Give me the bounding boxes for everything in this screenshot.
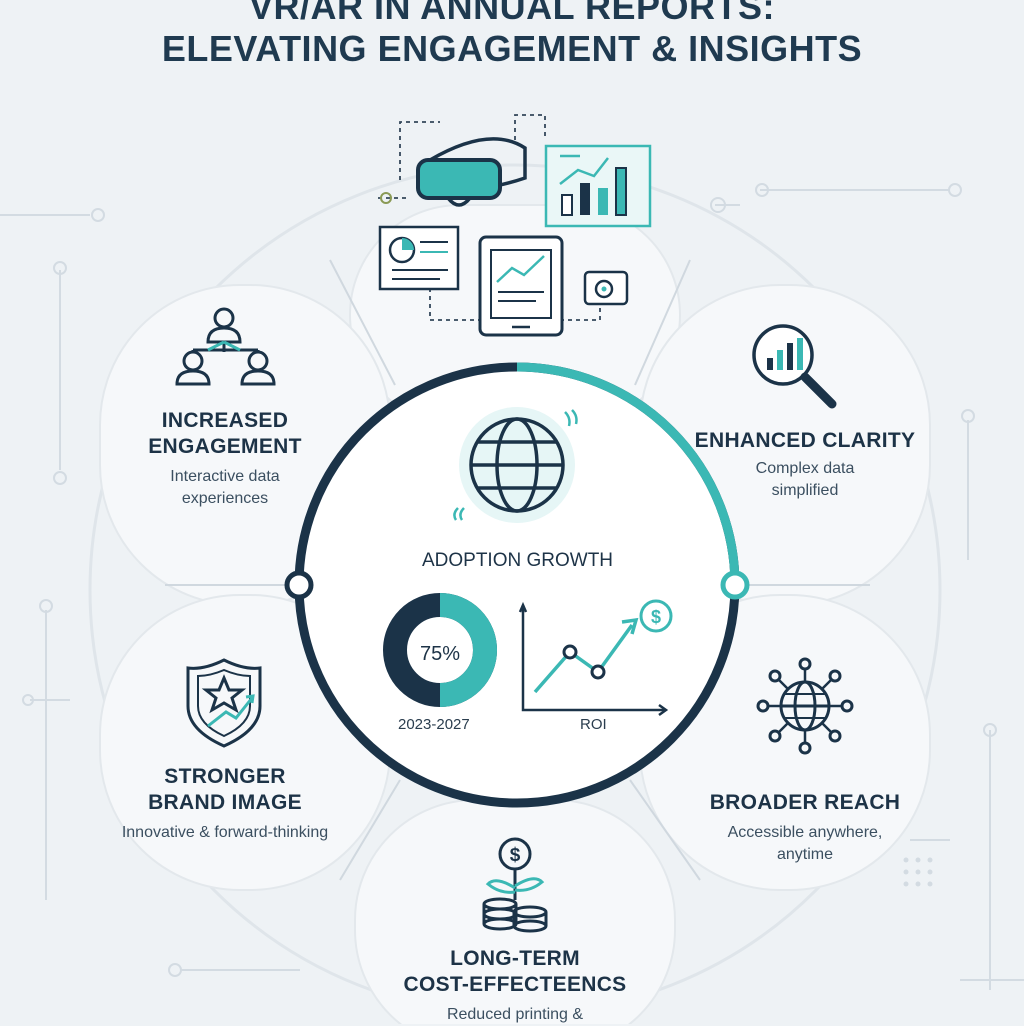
svg-text:$: $ — [651, 607, 661, 627]
outer-ring-teal — [516, 362, 740, 586]
vr-headset-icon — [416, 137, 527, 207]
page-title-line-1: VR/AR IN ANNUAL REPORTS: — [248, 0, 776, 27]
dashed-connectors — [378, 114, 601, 321]
bar-chart-card-icon — [544, 144, 652, 228]
segment-broader-reach: BROADER REACH Accessible anywhere, anyti… — [690, 790, 920, 866]
segment-subtext: Interactive data — [170, 468, 280, 485]
tablet-icon — [478, 235, 564, 337]
roi-arrow-head — [621, 617, 639, 635]
magnifier-chart-icon — [752, 324, 837, 409]
money-plant-icon — [482, 837, 548, 933]
segment-increased-engagement: INCREASED ENGAGEMENT Interactive data ex… — [120, 408, 330, 510]
segment-subtext: experiences — [181, 490, 269, 507]
globe-network-icon — [756, 657, 854, 755]
segment-heading: BRAND IMAGE — [148, 791, 302, 814]
ring-node-left — [284, 570, 314, 600]
roi-chart — [518, 601, 669, 717]
segment-subtext: Reduced printing & — [446, 1006, 584, 1023]
segment-cost-effectiveness: LONG-TERM COST-EFFECTEENCS Reduced print… — [380, 946, 650, 1026]
shield-star-icon — [186, 658, 262, 748]
roi-points — [562, 644, 606, 680]
segment-heading: STRONGER — [164, 765, 286, 788]
segment-subtext: Innovative & forward-thinking — [121, 824, 329, 841]
dollar-coin-icon: $ — [639, 599, 673, 633]
page-title-line-2: ELEVATING ENGAGEMENT & INSIGHTS — [161, 28, 863, 69]
roi-trend-line — [533, 623, 634, 694]
small-gear-icon — [380, 192, 392, 204]
people-network-icon — [175, 307, 276, 386]
segment-heading: INCREASED — [161, 409, 289, 432]
segment-subtext: Complex data — [755, 460, 855, 477]
globe-icon — [469, 417, 565, 513]
roi-caption: ROI — [580, 716, 607, 733]
segment-subtext: anytime — [776, 846, 834, 863]
segment-heading: COST-EFFECTEENCS — [403, 973, 627, 996]
donut-caption: 2023-2027 — [398, 716, 470, 733]
adoption-growth-label: ADOPTION GROWTH — [421, 550, 614, 571]
segment-subtext: Accessible anywhere, — [727, 824, 883, 841]
money-plant-dollar: $ — [510, 845, 521, 866]
segment-heading: LONG-TERM — [450, 947, 580, 970]
circuit-decoration — [0, 183, 1024, 990]
segment-heading: ENGAGEMENT — [148, 435, 302, 458]
segment-heading: ENHANCED CLARITY — [694, 429, 916, 452]
segment-stronger-brand-image: STRONGER BRAND IMAGE Innovative & forwar… — [100, 764, 350, 844]
sparkle-marks — [453, 409, 578, 521]
ring-node-right — [720, 570, 750, 600]
donut-percent-label: 75% — [420, 643, 461, 665]
segment-enhanced-clarity: ENHANCED CLARITY Complex data simplified — [690, 428, 920, 502]
camera-icon — [583, 270, 629, 306]
petal-connectors — [165, 259, 870, 881]
segment-heading: BROADER REACH — [709, 791, 901, 814]
dot-grid-decoration — [903, 857, 933, 887]
donut-teal-arc — [439, 593, 497, 707]
segment-subtext: simplified — [771, 482, 839, 499]
vr-devices-cluster — [378, 114, 652, 337]
adoption-donut — [383, 593, 497, 707]
report-pie-card-icon — [378, 225, 460, 291]
